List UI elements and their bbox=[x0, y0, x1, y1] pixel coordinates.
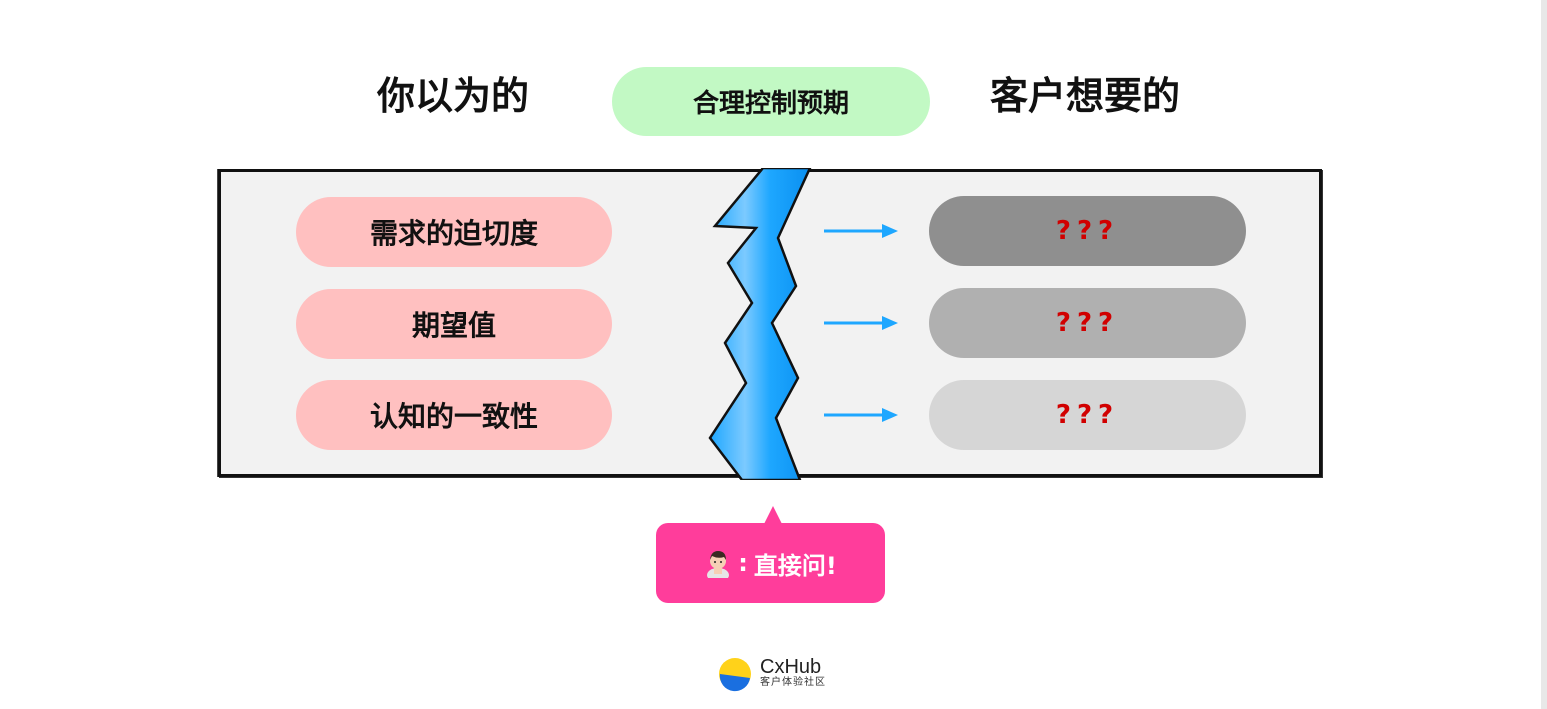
reasonable-expectation-pill: 合理控制预期 bbox=[612, 67, 930, 136]
logo-subtitle: 客户体验社区 bbox=[760, 677, 826, 688]
logo-text: CxHub 客户体验社区 bbox=[760, 657, 826, 689]
unknown-pill-2: ??? bbox=[929, 288, 1246, 358]
crack-divider bbox=[708, 168, 812, 480]
callout-colon: : bbox=[738, 549, 748, 577]
logo-name: CxHub bbox=[760, 656, 822, 678]
person-avatar-icon bbox=[707, 551, 730, 578]
unknown-pill-1: ??? bbox=[929, 196, 1246, 266]
callout-bubble: : 直接问! bbox=[656, 523, 885, 603]
unknown-pill-3: ??? bbox=[929, 380, 1246, 450]
arrow-1 bbox=[824, 224, 898, 238]
heading-you-think: 你以为的 bbox=[377, 74, 530, 118]
arrow-2 bbox=[824, 316, 898, 330]
factor-pill-urgency: 需求的迫切度 bbox=[296, 197, 612, 267]
cxhub-logo-icon bbox=[719, 658, 751, 692]
page-edge-divider bbox=[1541, 0, 1547, 709]
factor-pill-expectation: 期望值 bbox=[296, 289, 612, 359]
factor-pill-consistency: 认知的一致性 bbox=[296, 380, 612, 450]
arrow-group bbox=[824, 224, 898, 422]
callout-tail bbox=[764, 506, 782, 524]
arrow-3 bbox=[824, 408, 898, 422]
cxhub-logo: CxHub 客户体验社区 bbox=[716, 654, 826, 692]
callout-text: 直接问! bbox=[753, 551, 837, 580]
heading-customer-wants: 客户想要的 bbox=[990, 74, 1181, 118]
